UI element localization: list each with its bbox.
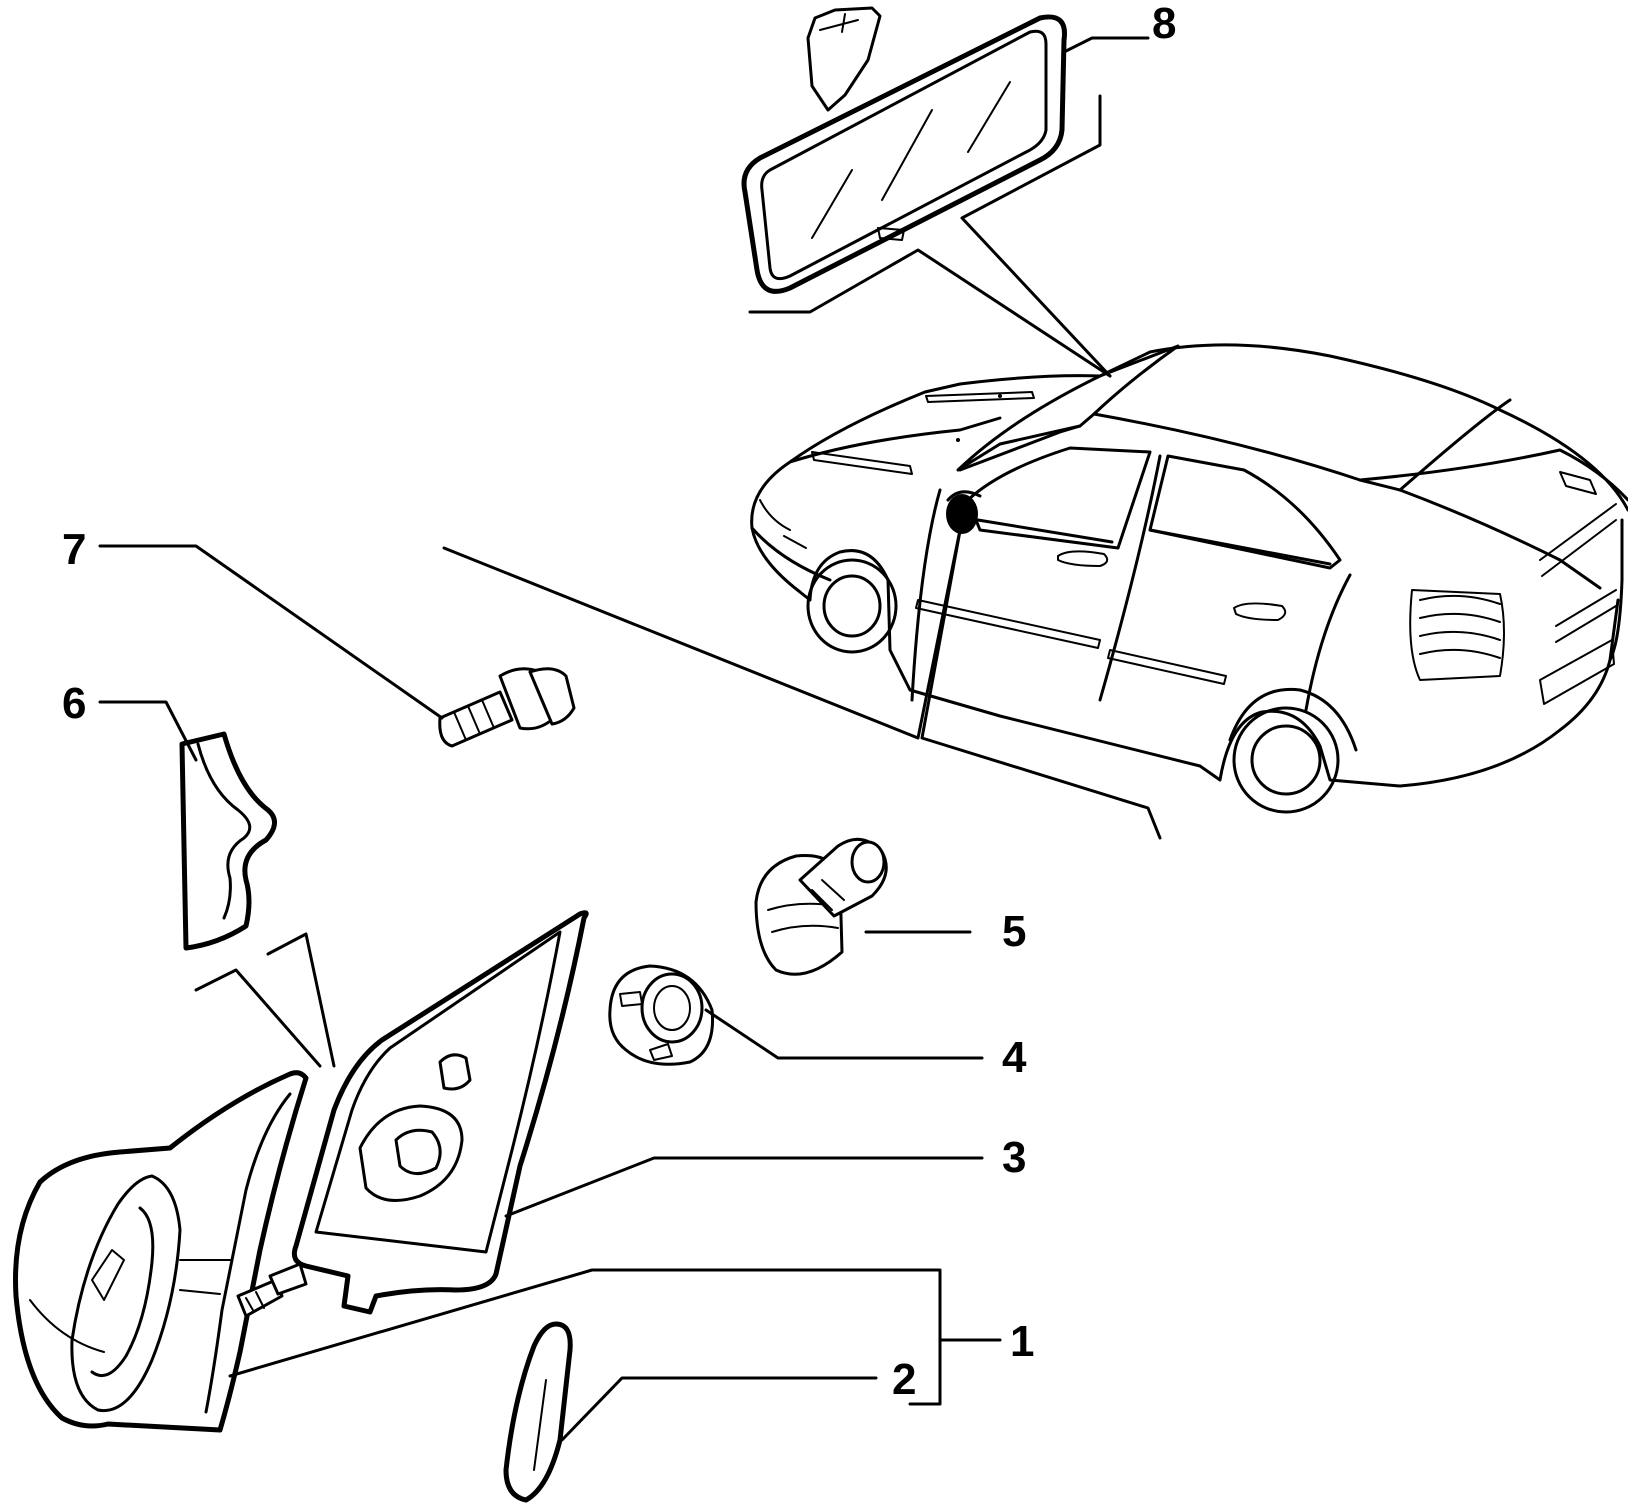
callout-7: 7: [62, 525, 86, 574]
leader-6: [98, 700, 198, 762]
car-illustration: [750, 343, 1628, 814]
callout-3: 3: [1002, 1133, 1026, 1182]
leader-8: [748, 36, 1150, 378]
callout-6: 6: [62, 679, 86, 728]
part-5-adjuster: [754, 837, 888, 976]
part-7-bolt: [438, 667, 576, 748]
callout-8: 8: [1152, 0, 1176, 48]
leader-car: [442, 518, 1162, 840]
leader-7: [98, 544, 444, 720]
leader-3: [504, 1156, 984, 1218]
part-3-base: [291, 910, 589, 1315]
callout-1: 1: [1010, 1317, 1034, 1366]
part-6-trim: [179, 731, 277, 951]
leader-4: [704, 1008, 984, 1060]
part-1-housing: [13, 1070, 309, 1433]
callout-2: 2: [892, 1355, 916, 1404]
leader-2: [560, 1376, 878, 1442]
leader-6-base: [194, 932, 336, 1068]
leader-1: [228, 1268, 1002, 1406]
interior-mirror: [741, 6, 1067, 294]
part-2-glass: [503, 1321, 573, 1503]
callout-4: 4: [1002, 1033, 1027, 1082]
part-4-ring: [608, 964, 715, 1066]
callout-5: 5: [1002, 907, 1026, 956]
